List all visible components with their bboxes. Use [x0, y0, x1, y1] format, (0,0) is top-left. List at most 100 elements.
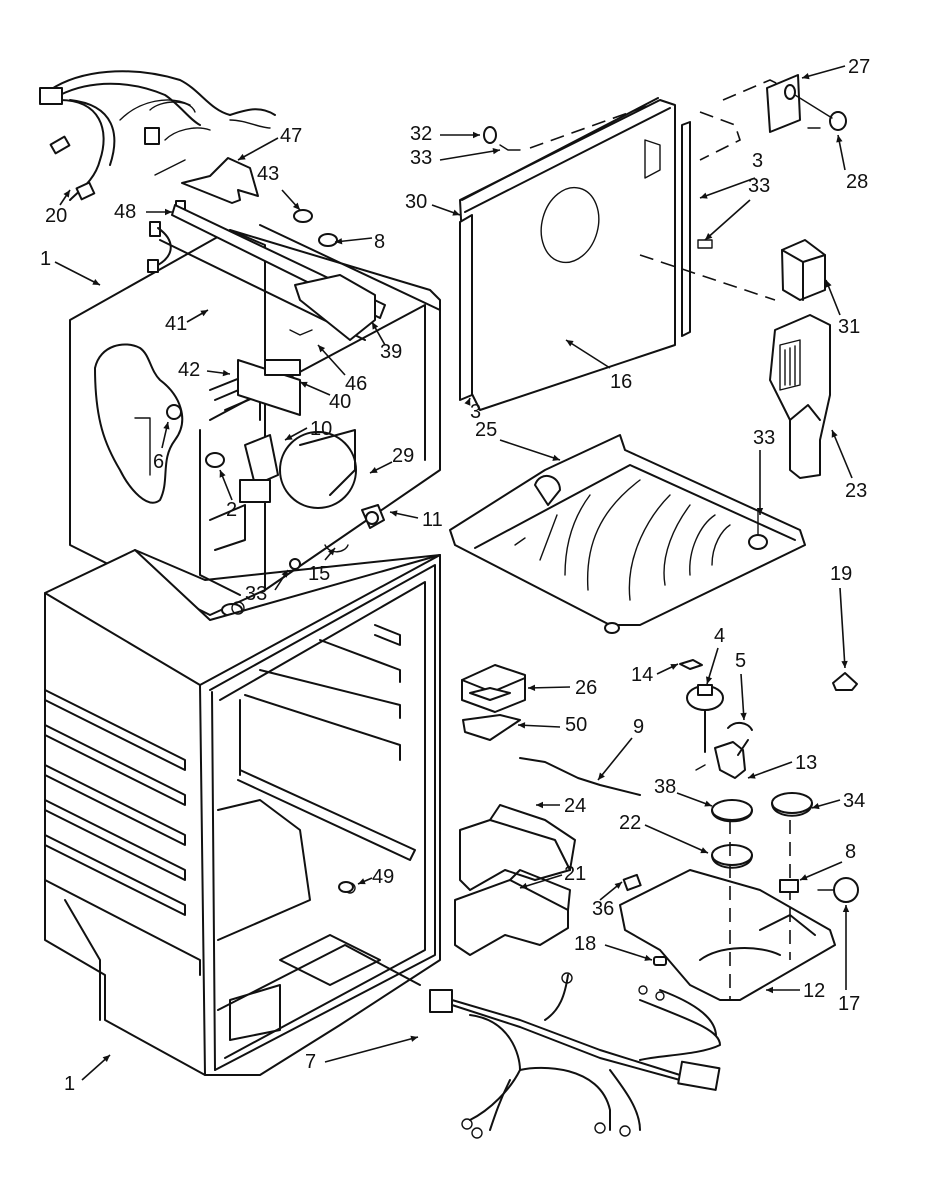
light-assembly-26 [461, 664, 526, 741]
leader-48-clip-small-arrowhead [165, 208, 172, 216]
callout-21-duct-lower[interactable]: 21 [564, 863, 586, 885]
leader-28-cap-arrowhead [836, 135, 843, 143]
leader-lines [54, 65, 853, 1081]
shield-47 [181, 157, 259, 204]
callout-24-duct-upper[interactable]: 24 [564, 795, 586, 817]
callout-22-receptacle[interactable]: 22 [619, 812, 641, 834]
callout-13-thermostat[interactable]: 13 [795, 752, 817, 774]
callout-27-bracket[interactable]: 27 [848, 56, 870, 78]
callout-41-light-bracket[interactable]: 41 [165, 313, 187, 335]
callout-28-cap[interactable]: 28 [846, 171, 868, 193]
callout-8-screw-lower[interactable]: 8 [845, 841, 856, 863]
callout-6-button[interactable]: 6 [153, 451, 164, 473]
callout-33-screw-right[interactable]: 33 [748, 175, 770, 197]
upper-wiring-harness [39, 70, 276, 201]
callout-47-shield[interactable]: 47 [280, 125, 302, 147]
callout-40-switch-plate[interactable]: 40 [329, 391, 351, 413]
callout-15-clip-fan[interactable]: 15 [308, 563, 330, 585]
callout-2-knob[interactable]: 2 [226, 499, 237, 521]
bracket-27 [766, 74, 847, 133]
callout-8-screw-upper[interactable]: 8 [374, 231, 385, 253]
callout-31-cover[interactable]: 31 [838, 316, 860, 338]
callout-12-control-housing[interactable]: 12 [803, 980, 825, 1002]
clips-43-8 [175, 200, 338, 247]
callout-33-screw-left[interactable]: 33 [245, 583, 267, 605]
callout-23-air-duct[interactable]: 23 [845, 480, 867, 502]
leader-41-light-bracket-arrowhead [200, 310, 208, 317]
callout-10-control-switch[interactable]: 10 [310, 418, 332, 440]
callout-18-connector[interactable]: 18 [574, 933, 596, 955]
divider-panel [459, 79, 781, 411]
leader-1-liner-lower-arrowhead [102, 1055, 110, 1063]
callout-1-liner-upper[interactable]: 1 [40, 248, 51, 270]
leader-8-screw-lower-arrowhead [800, 874, 808, 881]
callout-34-lamp-cover[interactable]: 34 [843, 790, 865, 812]
callout-4-thermostat-knob[interactable]: 4 [714, 625, 725, 647]
leader-4-thermostat-knob-arrowhead [705, 676, 713, 684]
callout-50-gasket[interactable]: 50 [565, 714, 587, 736]
leader-40-switch-plate-arrowhead [300, 381, 308, 388]
leader-3-trim-left-arrowhead [464, 398, 471, 406]
leader-25-crisper-cover [499, 439, 561, 461]
leader-26-light-assembly [527, 686, 571, 689]
callout-3-trim-right[interactable]: 3 [752, 150, 763, 172]
leader-10-control-switch-arrowhead [285, 433, 293, 440]
leader-16-divider-panel [565, 339, 611, 369]
leader-29-fan-bracket-arrowhead [370, 467, 378, 473]
callout-16-divider-panel[interactable]: 16 [610, 371, 632, 393]
control-housing-12 [619, 684, 859, 1001]
callout-20-upper-wiring-harness[interactable]: 20 [45, 205, 67, 227]
leader-25-crisper-cover-arrowhead [552, 454, 560, 461]
leader-49-clip-liner-arrowhead [358, 878, 366, 885]
callout-43-clip[interactable]: 43 [257, 163, 279, 185]
leader-31-cover-arrowhead [825, 280, 832, 288]
callout-42-lens[interactable]: 42 [178, 359, 200, 381]
callout-38-cup[interactable]: 38 [654, 776, 676, 798]
lower-wiring-harness [429, 972, 721, 1139]
bumper-19 [832, 672, 858, 691]
callout-9-capillary-tube[interactable]: 9 [633, 716, 644, 738]
leader-39-light-housing-arrowhead [372, 322, 379, 330]
pad-14 [679, 659, 703, 670]
callout-11-damper[interactable]: 11 [422, 509, 443, 531]
leader-7-lower-wiring-harness-arrowhead [410, 1035, 418, 1042]
callout-29-fan-bracket[interactable]: 29 [392, 445, 414, 467]
callout-5-clip-wire[interactable]: 5 [735, 650, 746, 672]
callout-46-socket[interactable]: 46 [345, 373, 367, 395]
callout-26-light-assembly[interactable]: 26 [575, 677, 597, 699]
callout-49-clip-liner[interactable]: 49 [372, 866, 394, 888]
callout-19-bumper[interactable]: 19 [830, 563, 852, 585]
callout-17-bulb[interactable]: 17 [838, 993, 860, 1015]
callout-32-plug[interactable]: 32 [410, 123, 432, 145]
leader-5-clip-wire-arrowhead [740, 712, 747, 720]
leader-2-knob-arrowhead [219, 470, 226, 478]
leader-42-lens-arrowhead [222, 369, 230, 377]
leader-8-screw-upper-arrowhead [335, 238, 343, 245]
callout-30-trim-top[interactable]: 30 [405, 191, 427, 213]
leader-22-receptacle [644, 824, 709, 854]
callout-1-liner-lower[interactable]: 1 [64, 1073, 75, 1095]
callout-39-light-housing[interactable]: 39 [380, 341, 402, 363]
callout-33-screw-top[interactable]: 33 [410, 147, 432, 169]
leader-11-damper-arrowhead [390, 510, 398, 517]
leader-27-bracket-arrowhead [802, 73, 810, 80]
callout-36-tape[interactable]: 36 [592, 898, 614, 920]
callout-25-crisper-cover[interactable]: 25 [475, 419, 497, 441]
leader-46-socket-arrowhead [318, 345, 326, 353]
leader-24-duct-upper-arrowhead [536, 801, 543, 809]
callout-33-screw-cover[interactable]: 33 [753, 427, 775, 449]
leader-23-air-duct-arrowhead [831, 430, 838, 438]
leader-32-plug-arrowhead [473, 131, 480, 139]
leader-33-screw-top [439, 149, 501, 161]
leader-8-screw-lower [799, 861, 843, 881]
leader-33-screw-right [704, 199, 751, 241]
callout-7-lower-wiring-harness[interactable]: 7 [305, 1051, 316, 1073]
callout-48-clip-small[interactable]: 48 [114, 201, 136, 223]
leader-22-receptacle-arrowhead [700, 847, 708, 854]
crisper-cover [449, 434, 806, 634]
callout-3-trim-left[interactable]: 3 [470, 401, 481, 423]
leader-47-shield-arrowhead [238, 153, 246, 160]
callout-14-pad[interactable]: 14 [631, 664, 653, 686]
